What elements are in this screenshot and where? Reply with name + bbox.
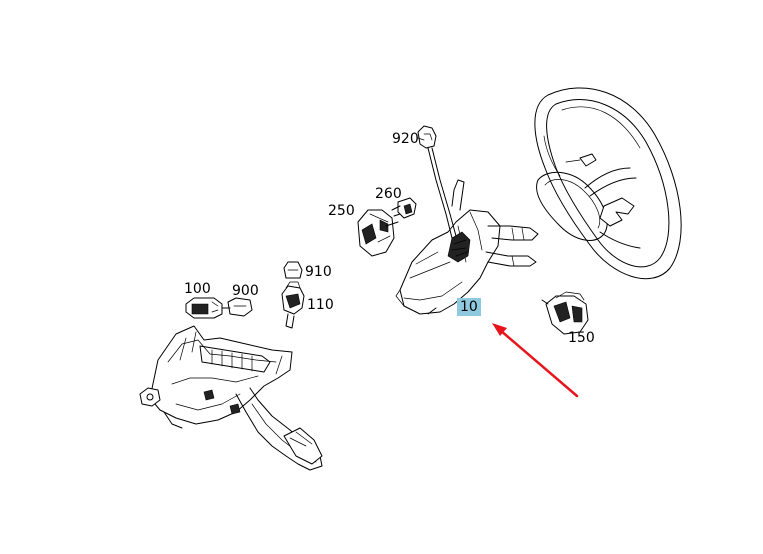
part-label-10-highlighted[interactable]: 10 <box>457 298 481 316</box>
clip-900-part[interactable] <box>221 297 253 317</box>
part-label-100[interactable]: 100 <box>184 281 211 297</box>
steering-wheel-part[interactable] <box>534 87 682 280</box>
module-150-part[interactable] <box>541 291 589 335</box>
part-260[interactable] <box>391 197 417 219</box>
switch-110-part[interactable] <box>281 281 305 329</box>
part-label-110[interactable]: 110 <box>307 297 334 313</box>
red-arrow-pointer <box>492 323 579 398</box>
pedal-assembly-part[interactable] <box>139 325 323 471</box>
clip-910-part[interactable] <box>283 261 303 279</box>
part-label-920[interactable]: 920 <box>392 131 419 147</box>
part-label-900[interactable]: 900 <box>232 283 259 299</box>
clip-920-part[interactable] <box>417 125 457 239</box>
switch-module-250-part[interactable] <box>357 209 399 257</box>
switch-100-part[interactable] <box>185 297 223 319</box>
part-label-910[interactable]: 910 <box>305 264 332 280</box>
part-label-250[interactable]: 250 <box>328 203 355 219</box>
leader-line-920 <box>417 137 425 141</box>
part-label-260[interactable]: 260 <box>375 186 402 202</box>
part-label-150[interactable]: 150 <box>568 330 595 346</box>
steering-column-module-part[interactable] <box>395 179 539 315</box>
